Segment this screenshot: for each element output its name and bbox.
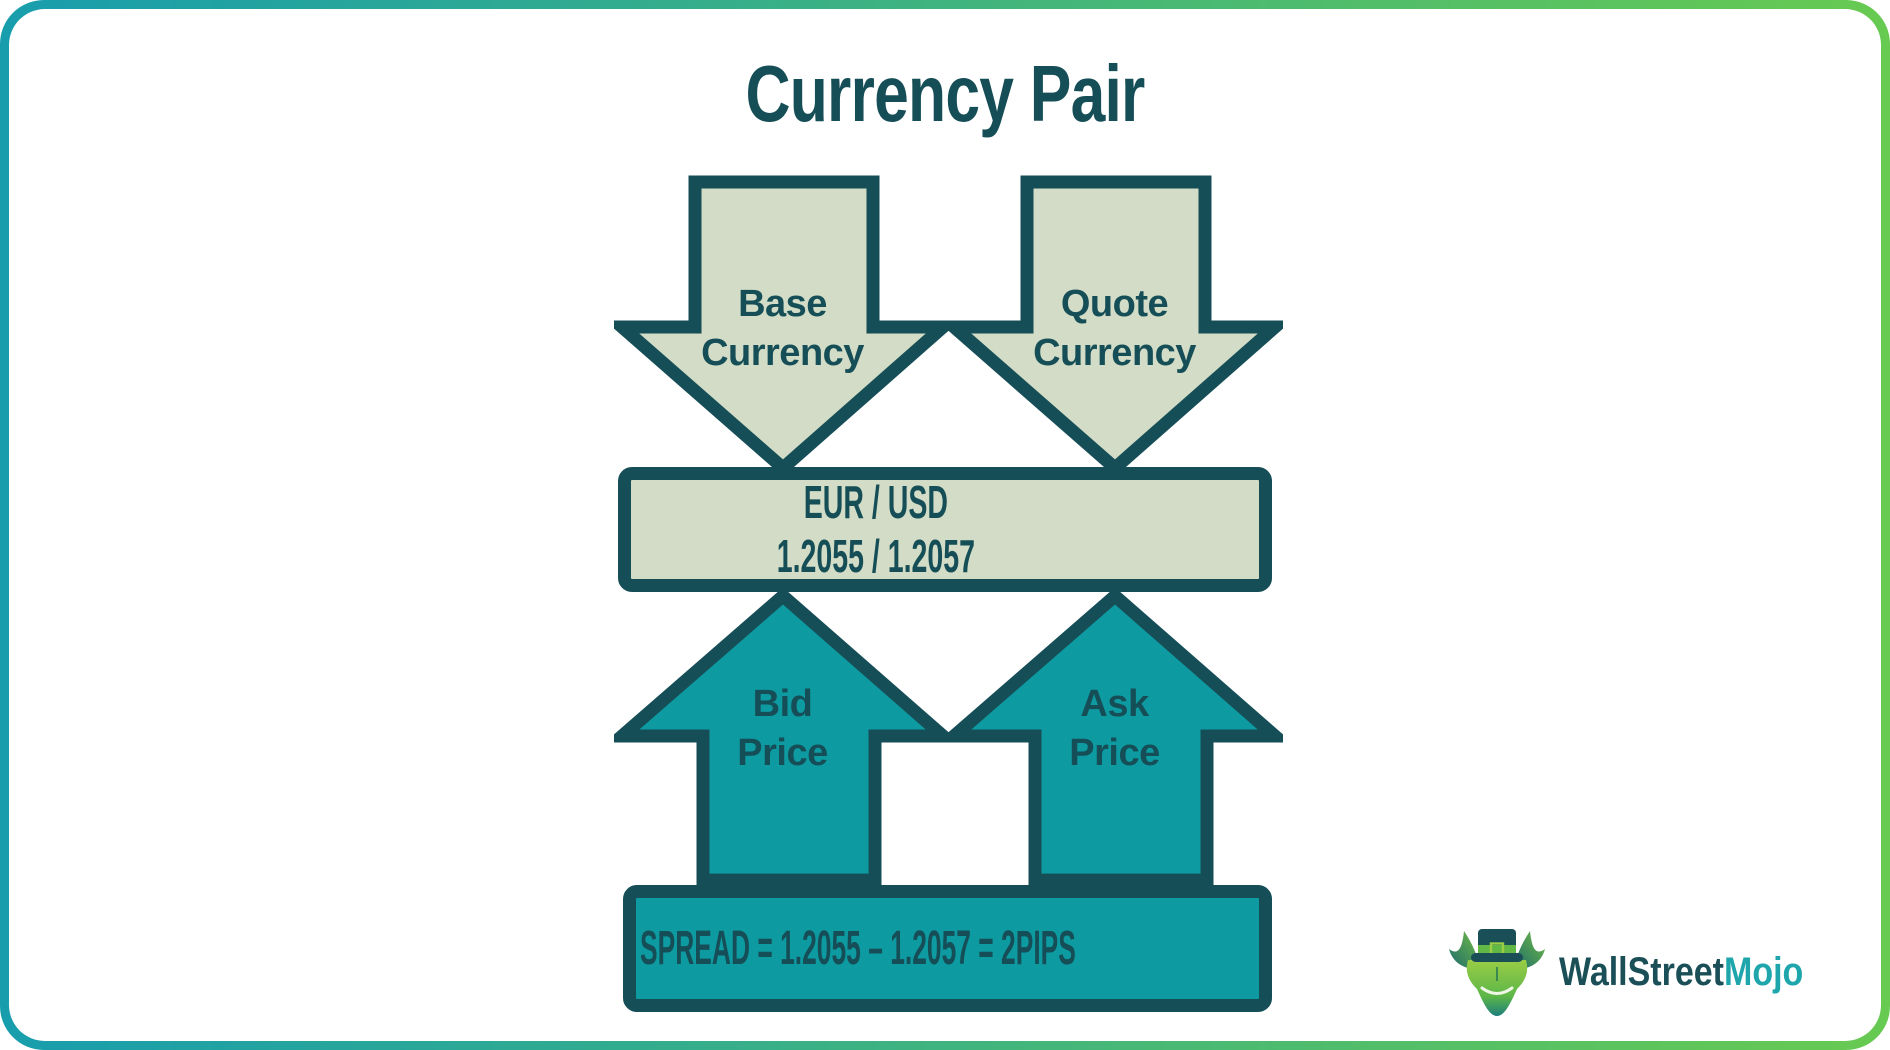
base-currency-arrow: Base Currency (614, 174, 951, 476)
page-title: Currency Pair (745, 49, 1145, 138)
logo-text-wallstreet: WallStreet (1559, 949, 1725, 994)
arrow-up-icon (946, 588, 1283, 887)
spread-box: SPREAD = 1.2055 – 1.2057 = 2PIPS (623, 885, 1272, 1012)
logo-text-mojo: Mojo (1724, 949, 1804, 994)
ask-price-arrow: Ask Price (946, 588, 1283, 888)
quote-currency-arrow: Quote Currency (946, 174, 1283, 476)
arrow-up-icon (614, 588, 951, 887)
base-currency-label: Base Currency (614, 280, 951, 379)
bid-price-arrow: Bid Price (614, 588, 951, 888)
currency-pair-text: EUR / USD 1.2055 / 1.2057 (777, 476, 975, 583)
quote-currency-label: Quote Currency (946, 280, 1283, 379)
arrow-down-icon (614, 175, 951, 476)
currency-pair-rates: 1.2055 / 1.2057 (776, 529, 976, 582)
bid-price-label: Bid Price (614, 680, 951, 779)
base-currency-label-line1: Base (738, 283, 827, 325)
base-currency-label-line2: Currency (701, 332, 864, 375)
ask-price-label-line1: Ask (1080, 683, 1149, 725)
bid-price-label-line1: Bid (752, 683, 813, 725)
currency-pair-box: EUR / USD 1.2055 / 1.2057 (618, 467, 1272, 592)
ask-price-label-line2: Price (1069, 732, 1160, 775)
bid-price-label-line2: Price (737, 732, 828, 775)
ask-price-label: Ask Price (946, 680, 1283, 779)
wallstreetmojo-wordmark: WallStreetMojo (1559, 950, 1803, 995)
currency-pair-symbols: EUR / USD (803, 476, 949, 529)
quote-currency-label-line1: Quote (1060, 283, 1169, 325)
bull-mascot-icon (1449, 929, 1545, 1016)
spread-formula-text: SPREAD = 1.2055 – 1.2057 = 2PIPS (640, 922, 1076, 975)
arrow-down-icon (946, 175, 1283, 476)
wallstreetmojo-logo: WallStreetMojo (1447, 922, 1846, 1022)
quote-currency-label-line2: Currency (1033, 332, 1196, 375)
